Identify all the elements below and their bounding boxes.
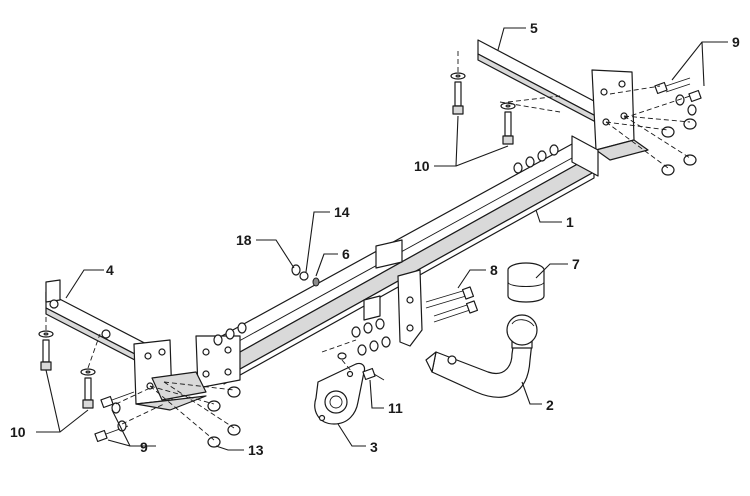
bolt-group-9-left [94, 391, 135, 443]
callout-13: 13 [248, 442, 264, 458]
callout-10-bottom: 10 [10, 424, 26, 440]
bolt-group-left [38, 330, 96, 409]
ball-neck [425, 314, 538, 398]
callout-5: 5 [530, 20, 538, 36]
callout-labels: 1 2 3 4 5 6 7 8 9 9 10 10 11 13 14 18 [10, 20, 740, 458]
bolt-11 [362, 367, 385, 381]
callout-4: 4 [106, 262, 114, 278]
center-mount-plate [363, 239, 423, 347]
leader-lines [36, 27, 728, 451]
callout-1: 1 [566, 214, 574, 230]
washers-13 [207, 118, 697, 448]
callout-7: 7 [572, 256, 580, 272]
assembly-dashed-lines [45, 48, 691, 441]
callout-11: 11 [388, 400, 403, 416]
ball-cover [507, 262, 545, 303]
left-side-bracket [45, 279, 241, 411]
socket-plate [314, 362, 366, 425]
callout-18: 18 [236, 232, 252, 248]
bolt-group-9-right [654, 77, 702, 116]
callout-6: 6 [342, 246, 350, 262]
right-side-bracket [477, 39, 649, 161]
callout-8: 8 [490, 262, 498, 278]
callout-3: 3 [370, 439, 378, 455]
callout-9-top: 9 [732, 34, 740, 50]
bolt-group-right [450, 72, 516, 145]
callout-14: 14 [334, 204, 350, 220]
callout-2: 2 [546, 397, 554, 413]
callout-9-bottom: 9 [140, 439, 148, 455]
bolt-group-8 [425, 286, 479, 323]
callout-10-top: 10 [414, 158, 430, 174]
